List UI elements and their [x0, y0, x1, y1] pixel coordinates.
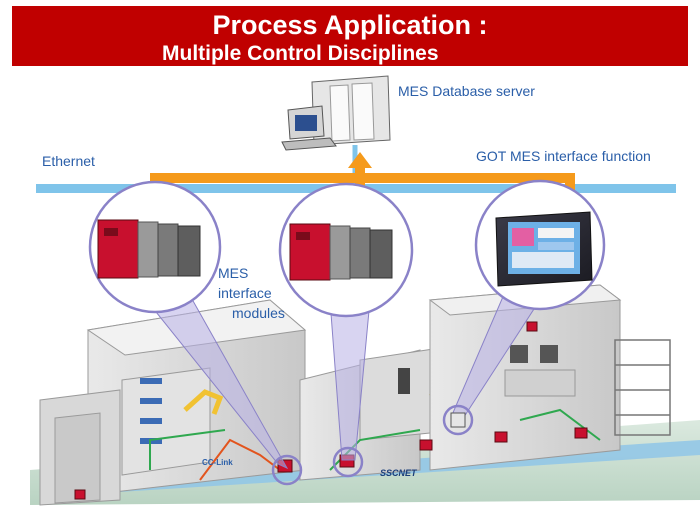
right-rack [614, 339, 671, 436]
title-line-1: Process Application : [212, 10, 488, 40]
title-line-2: Multiple Control Disciplines [162, 42, 439, 65]
plc-bubble-center [278, 182, 414, 318]
title-banner: Process Application : Multiple Control D… [12, 6, 688, 66]
mes-modules-line-3: modules [232, 305, 285, 321]
mes-database-server-icon [281, 75, 391, 151]
got-hmi-bubble [474, 179, 606, 311]
cclink-label: CC-Link [202, 458, 233, 467]
robot-arm [183, 389, 224, 415]
plc-bubble-left [88, 180, 222, 314]
module-highlight-circles [271, 404, 474, 486]
cclink-cable [199, 438, 281, 481]
mes-database-server-label: MES Database server [398, 83, 535, 99]
ethernet-label: Ethernet [42, 153, 95, 169]
mes-modules-line-2: interface [218, 285, 272, 301]
mes-modules-line-1: MES [218, 265, 249, 281]
mes-interface-modules-label: MES interface modules [218, 263, 318, 323]
got-mes-interface-label: GOT MES interface function [476, 148, 651, 164]
green-cable-left [149, 429, 226, 470]
sscnet-label: SSCNET [380, 468, 417, 478]
zoom-cones [138, 291, 546, 470]
